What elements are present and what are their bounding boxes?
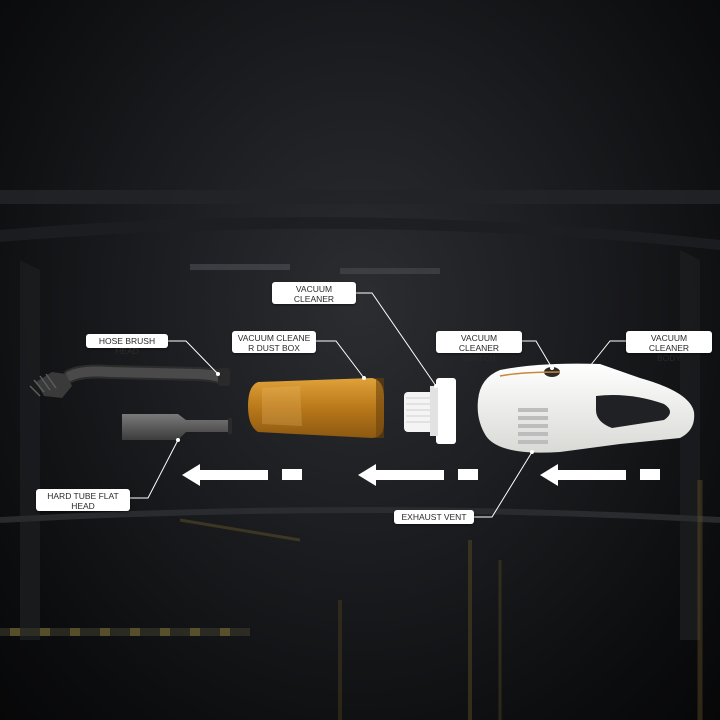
filter — [404, 378, 456, 444]
label-body: VACUUM CLEANER BODY — [626, 331, 712, 363]
arrow-left-icon — [182, 464, 302, 486]
hard-tube-flat-head — [122, 414, 232, 440]
label-dust-box: VACUUM CLEANE R DUST BOX — [232, 331, 316, 353]
label-filter: VACUUM CLEANER FILTER — [272, 282, 356, 314]
flow-arrows — [182, 464, 660, 486]
arrow-left-icon — [540, 464, 660, 486]
label-exhaust-vent: EXHAUST VENT — [394, 510, 474, 524]
arrow-left-icon — [358, 464, 478, 486]
label-switch: VACUUM CLEANER SWITCH — [436, 331, 522, 363]
corridor-background — [0, 190, 720, 720]
leader-dots — [176, 364, 592, 454]
label-hard-tube-flat-head: HARD TUBE FLAT HEAD — [36, 489, 130, 511]
leader-lines — [128, 292, 628, 518]
vacuum-body — [477, 363, 695, 453]
dust-box — [248, 378, 384, 438]
label-hose-brush-head: HOSE BRUSH HEAD — [86, 334, 168, 356]
hose-brush-head — [29, 364, 230, 398]
